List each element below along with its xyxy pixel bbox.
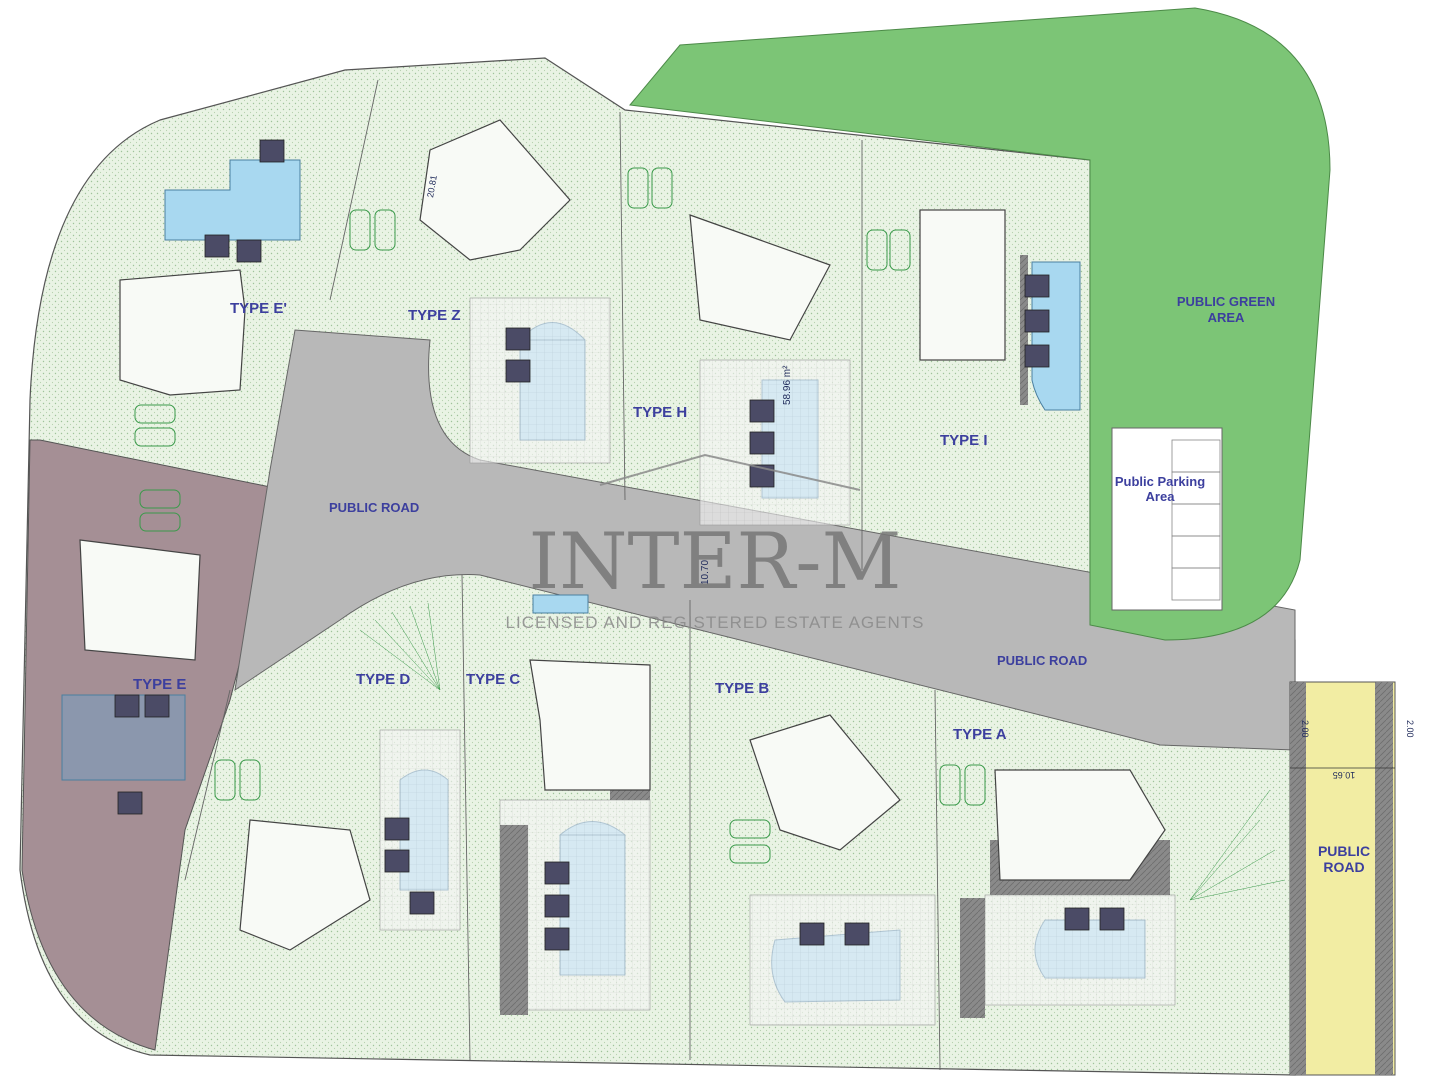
parking-bays — [1171, 439, 1221, 601]
label-type-h: TYPE H — [633, 404, 687, 421]
label-type-b: TYPE B — [715, 680, 769, 697]
landscape-fans — [359, 602, 1286, 901]
pool-small — [532, 594, 589, 614]
dim-z: 20.81 — [425, 174, 439, 198]
umbrellas — [114, 139, 1125, 951]
pool-type-e-prime — [164, 159, 301, 241]
label-public-road-3-line1: PUBLIC — [1318, 843, 1370, 859]
houses — [79, 119, 1166, 951]
kerb-right — [1375, 682, 1393, 1075]
label-type-i: TYPE I — [940, 432, 988, 449]
label-green-area-line1: PUBLIC GREEN — [1177, 294, 1275, 309]
watermark-roof-icon — [599, 453, 861, 491]
plot-dividers — [184, 79, 941, 1071]
label-parking-line2: Area — [1146, 489, 1176, 504]
dim-strip-right: 2.00 — [1405, 720, 1415, 738]
dim-road-total: 10.65 — [1333, 770, 1356, 780]
dim-road-width: 10.70 — [700, 560, 711, 585]
label-type-e: TYPE E — [133, 676, 186, 693]
label-public-road-2: PUBLIC ROAD — [997, 653, 1087, 668]
pool-type-i — [1031, 261, 1081, 411]
house-type-i — [919, 209, 1006, 361]
label-type-d: TYPE D — [356, 671, 410, 688]
house-type-e — [79, 539, 201, 661]
public-parking-area — [1111, 427, 1223, 611]
house-type-c — [529, 659, 651, 791]
house-type-a — [994, 769, 1166, 881]
public-road — [234, 329, 1296, 751]
label-parking-line1: Public Parking — [1115, 474, 1205, 489]
house-type-h — [689, 214, 831, 341]
kerb-left — [1290, 682, 1306, 1075]
label-type-c: TYPE C — [466, 671, 520, 688]
house-type-z — [419, 119, 571, 261]
watermark-subtitle: LICENSED AND REGISTERED ESTATE AGENTS — [506, 613, 925, 632]
dim-strip-left: 2.00 — [1300, 720, 1310, 738]
dim-pool-h-area: 58.96 m² — [782, 365, 793, 405]
label-green-area-line2: AREA — [1208, 310, 1245, 325]
label-public-road-1: PUBLIC ROAD — [329, 500, 419, 515]
parked-cars — [134, 167, 986, 864]
watermark-title: INTER-M — [529, 517, 902, 607]
label-type-a: TYPE A — [953, 726, 1007, 743]
house-type-b — [749, 714, 901, 851]
watermark: INTER-M LICENSED AND REGISTERED ESTATE A… — [506, 453, 925, 632]
house-type-e-prime — [119, 269, 246, 396]
house-type-d — [239, 819, 371, 951]
label-type-z: TYPE Z — [408, 307, 461, 324]
label-public-road-3-line2: ROAD — [1323, 859, 1364, 875]
label-type-e-prime: TYPE E' — [230, 300, 287, 317]
